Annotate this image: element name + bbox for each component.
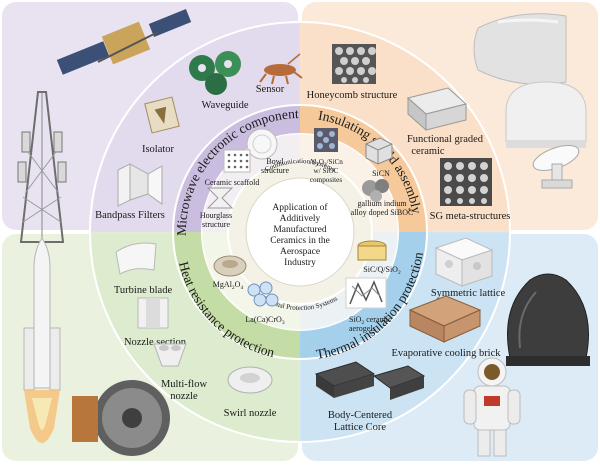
al2o3-label-3: composites <box>310 176 343 184</box>
sicn-image <box>365 137 393 165</box>
bandpass-filters-label: Bandpass Filters <box>95 210 165 221</box>
turbine-blade-image <box>115 242 157 275</box>
ceramic-scaffold-image <box>223 149 251 173</box>
jet-engine-icon <box>72 380 170 456</box>
al2o3-label-2: w/ SiOC <box>314 167 339 175</box>
swirl-nozzle-label: Swirl nozzle <box>224 408 277 419</box>
functional-graded-label-2: ceramic <box>411 146 445 157</box>
al2o3-label: Al2O3/SiCn <box>309 158 343 168</box>
symmetric-lattice-label: Symmetric lattice <box>431 288 506 299</box>
gallium-label-1: gallium indium <box>357 199 407 208</box>
hourglass-label-2: structure <box>202 220 230 229</box>
symmetric-lattice-image <box>434 237 494 287</box>
sio2-aerogel-label-1: SiO2 ceramic <box>349 315 392 326</box>
functional-graded-image <box>406 87 468 132</box>
bowl-structure-image <box>246 128 278 160</box>
multi-flow-label-2: nozzle <box>170 391 198 402</box>
multi-flow-label-1: Multi-flow <box>161 379 207 390</box>
mgal2o4-image <box>213 255 247 277</box>
ceramic-scaffold-label: Ceramic scaffold <box>205 178 260 187</box>
bowl-structure-label-2: structure <box>261 166 289 175</box>
waveguide-image <box>189 51 241 95</box>
la-ca-cro3-label: La(Ca)CrO3 <box>245 315 284 326</box>
waveguide-label: Waveguide <box>202 100 249 111</box>
multi-flow-nozzle-image <box>153 343 187 367</box>
capsule-icon <box>506 273 590 366</box>
sicn-label: SiCN <box>372 169 390 178</box>
radome-icon <box>505 81 587 148</box>
center-line-6: Industry <box>284 258 316 268</box>
center-line-3: Manufactured <box>273 224 327 235</box>
bcc-lattice-label-2: Lattice Core <box>334 422 387 433</box>
sic-q-sio2-label: SiC/Q/SiO2 <box>363 265 401 276</box>
swirl-nozzle-image <box>227 366 273 394</box>
honeycomb-image <box>332 44 376 84</box>
la-ca-cro3-image <box>247 281 279 307</box>
astronaut-icon <box>463 357 521 457</box>
center-line-2: Additively <box>280 214 321 224</box>
al2o3-composite-image <box>314 128 338 152</box>
center-line-5: Aerospace <box>280 247 320 257</box>
sg-meta-image <box>440 158 492 206</box>
nose-cone-icon <box>473 13 567 85</box>
bandpass-filter-image <box>117 163 163 207</box>
gallium-label-2: alloy doped SiBOC <box>351 208 414 217</box>
sg-meta-label: SG meta-structures <box>430 211 511 222</box>
evaporative-brick-image <box>408 295 482 343</box>
rocket-icon <box>23 237 61 443</box>
isolator-image <box>144 96 180 134</box>
center-core <box>245 177 355 287</box>
bcc-lattice-label-1: Body-Centered <box>328 410 393 421</box>
turbine-blade-label: Turbine blade <box>114 285 173 296</box>
hourglass-label-1: Hourglass <box>200 211 232 220</box>
sio2-aerogel-image <box>345 277 387 309</box>
gallium-image <box>362 179 389 202</box>
sensor-label: Sensor <box>256 84 285 95</box>
sic-q-sio2-image <box>357 240 387 261</box>
sensor-image <box>259 53 303 85</box>
mgal2o4-label: MgAl2O4 <box>213 280 244 291</box>
isolator-label: Isolator <box>142 144 175 155</box>
sio2-aerogel-label-2: aerogels <box>349 324 376 333</box>
hourglass-image <box>206 187 234 209</box>
center-line-4: Ceramics in the <box>270 236 330 246</box>
comm-tower-icon <box>17 91 67 243</box>
satellite-icon <box>56 9 192 75</box>
honeycomb-label: Honeycomb structure <box>307 90 398 101</box>
center-line-1: Application of <box>272 202 328 213</box>
bowl-structure-label-1: Bowl <box>266 157 284 166</box>
nozzle-section-label: Nozzle section <box>124 337 187 348</box>
nozzle-section-image <box>137 297 169 329</box>
bcc-lattice-image <box>314 361 426 400</box>
functional-graded-label-1: Functional graded <box>407 134 484 145</box>
dish-antenna-icon <box>532 145 580 189</box>
evaporative-brick-label: Evaporative cooling brick <box>391 348 501 359</box>
